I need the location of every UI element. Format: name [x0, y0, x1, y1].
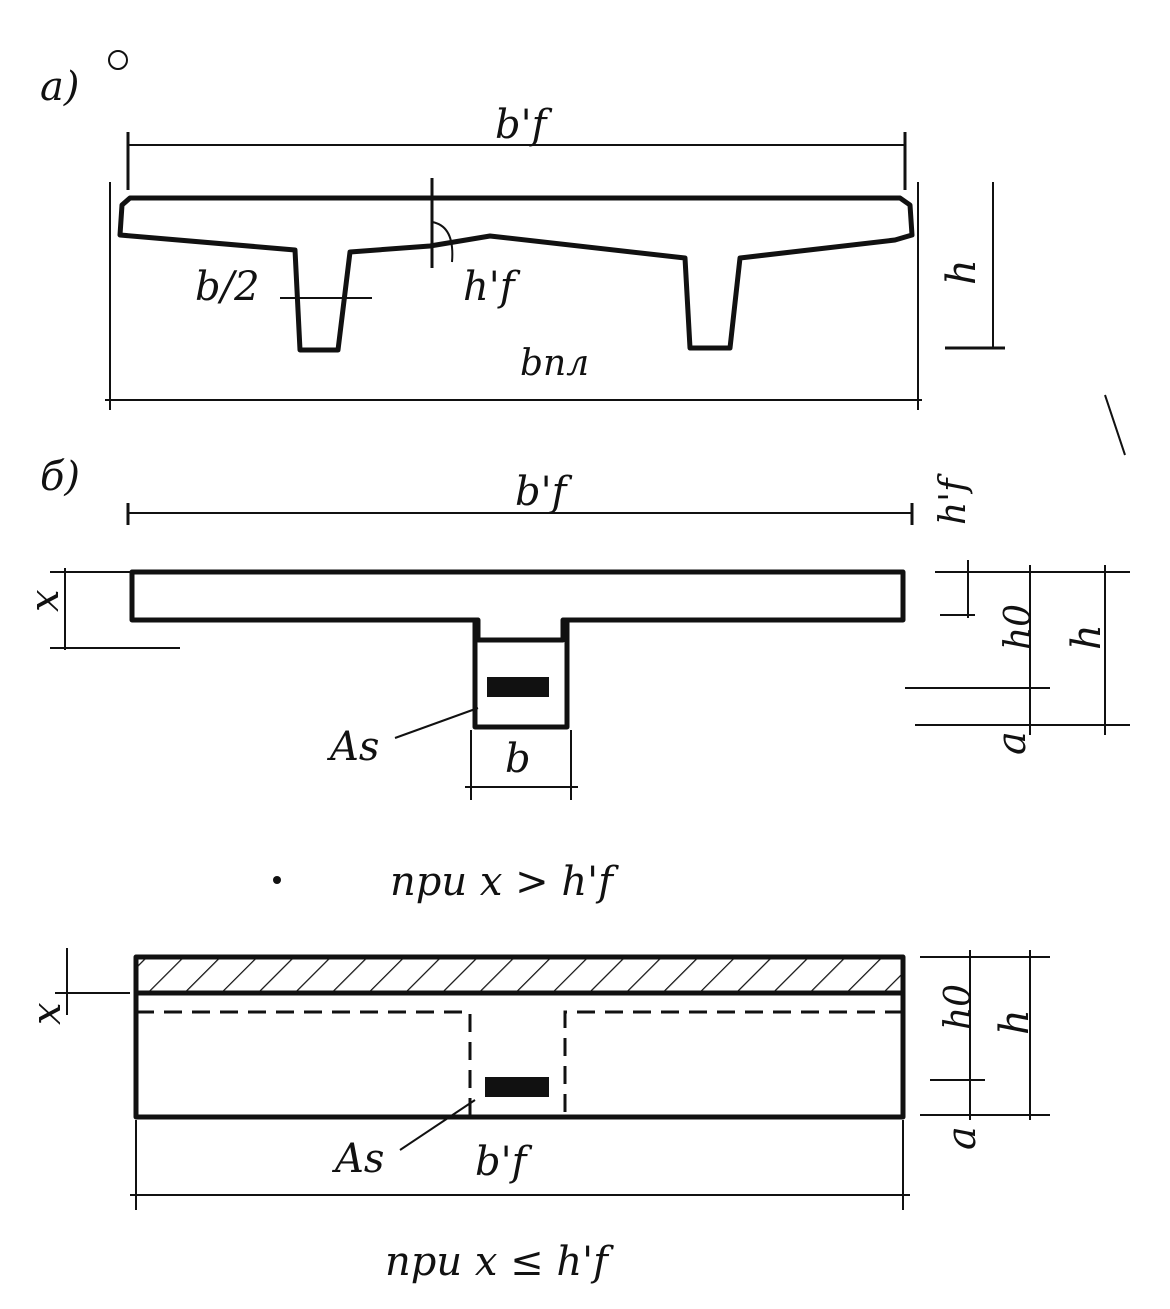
- dim-label-bf-a: b'f: [495, 102, 553, 148]
- hf-arc: [431, 221, 454, 263]
- panel-c: x As b'f h0 h a при x ≤ h'f: [24, 948, 1050, 1285]
- dim-label-bf-b: b'f: [515, 469, 573, 515]
- label-as-c: As: [331, 1136, 384, 1182]
- dim-label-h0-c: h0: [938, 984, 979, 1030]
- as-leader-c: [399, 1099, 476, 1151]
- dashed-flange-left: [136, 1010, 472, 1117]
- dim-label-b: b: [505, 736, 531, 782]
- dim-label-x-b: x: [22, 589, 68, 612]
- dashed-flange-right: [563, 1010, 903, 1117]
- rect-section-outline: [133, 954, 906, 1120]
- t-web: [472, 620, 570, 730]
- compression-zone-t: [129, 569, 906, 643]
- dim-label-h-b: h: [1064, 624, 1110, 650]
- dim-label-bf-c: b'f: [475, 1139, 533, 1185]
- rebar-as-b: [487, 677, 549, 697]
- condition-1: при x > h'f: [390, 859, 619, 905]
- ribbed-slab-outline: [117, 195, 915, 353]
- panel-a: a) b'f h'f b/2 h bпл: [40, 50, 1005, 410]
- dim-label-hf-b: h'f: [933, 473, 974, 525]
- as-leader-b: [394, 707, 479, 739]
- mark-circle: [108, 50, 128, 70]
- dim-label-h-a: h: [939, 259, 985, 285]
- dim-label-hf-a: h'f: [463, 264, 521, 310]
- panel-b: б) b'f x As b h'f h0 h a: [22, 454, 1130, 905]
- dim-label-bpl: bпл: [520, 343, 589, 384]
- condition-2: при x ≤ h'f: [385, 1239, 614, 1285]
- panel-b-label: б): [40, 454, 80, 500]
- panel-a-label: a): [40, 64, 79, 110]
- dim-label-h-c: h: [992, 1009, 1038, 1035]
- dim-label-a-c: a: [939, 1126, 985, 1150]
- speck: [273, 876, 281, 884]
- label-as-b: As: [326, 724, 379, 770]
- rebar-as-c: [485, 1077, 549, 1097]
- dim-label-b2: b/2: [195, 264, 260, 310]
- dim-label-a-b: a: [989, 731, 1035, 755]
- compression-zone-rect: [138, 959, 901, 993]
- scan-mark: [1104, 394, 1126, 456]
- dim-label-h0-b: h0: [998, 604, 1039, 650]
- dim-label-x-c: x: [24, 1002, 70, 1025]
